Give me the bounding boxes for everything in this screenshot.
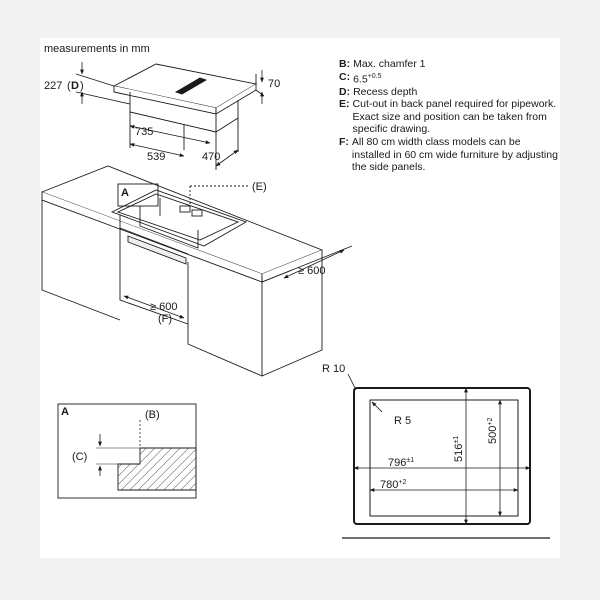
dimension-227 — [75, 62, 131, 105]
cutout-tol-516: ±1 — [453, 436, 460, 444]
cabinet-detail-key: A — [121, 187, 129, 199]
detail-a — [57, 403, 197, 499]
cutout-width-796: 796 — [388, 457, 406, 469]
svg-text:796±1: 796±1 — [388, 457, 414, 469]
hob-drawing — [112, 63, 265, 170]
note-d: D: Recess depth — [339, 85, 418, 98]
svg-text:516±1: 516±1 — [453, 436, 465, 462]
svg-text:(: ( — [67, 80, 71, 92]
units-label: measurements in mm — [44, 43, 150, 55]
note-f: F: All 80 cm width class models can be i… — [339, 136, 558, 174]
svg-text:780+2: 780+2 — [380, 479, 406, 491]
hob-depth-value: 227 — [44, 80, 62, 92]
dimension-inner-width — [123, 295, 185, 319]
hob-depth-470: 470 — [202, 151, 220, 163]
note-b: B: Max. chamfer 1 — [339, 58, 426, 70]
cutout-height-516: 516 — [453, 444, 465, 462]
hob-width-inner: 539 — [147, 151, 165, 163]
cutout-tol-796: ±1 — [406, 457, 414, 464]
cutout-tol-500: +2 — [487, 418, 494, 426]
worktop-depth: ≥ 600 — [298, 265, 325, 277]
hob-width-outer: 735 — [135, 126, 153, 138]
cutout-height-500: 500 — [487, 426, 499, 444]
svg-text:500+2: 500+2 — [487, 418, 499, 444]
svg-text:): ) — [80, 80, 84, 92]
notes-legend: B: Max. chamfer 1 C: 6.5+0.5 D: Recess d… — [339, 58, 559, 174]
hob-depth-key: D — [71, 80, 79, 92]
detail-a-title: A — [61, 406, 69, 418]
detail-chamfer-key: (B) — [145, 409, 160, 421]
cutout-tol-780: +2 — [398, 479, 406, 486]
cutout-plan — [342, 373, 550, 539]
inner-width: ≥ 600 — [150, 301, 177, 313]
inner-width-key: (F) — [158, 313, 172, 325]
cutout-outer-radius: R 10 — [322, 363, 345, 375]
detail-step-key: (C) — [72, 451, 87, 463]
dimension-widths — [129, 125, 239, 167]
cutout-width-780: 780 — [380, 479, 398, 491]
cutout-e-label: (E) — [252, 181, 267, 193]
hob-height-value: 70 — [268, 78, 280, 90]
note-e: E: Cut-out in back panel required for pi… — [339, 98, 557, 136]
dimension-worktop-depth — [261, 245, 353, 283]
note-c: C: 6.5+0.5 — [339, 70, 382, 86]
cutout-inner-radius: R 5 — [394, 415, 411, 427]
vent-icon — [174, 77, 208, 95]
cabinet-drawing — [40, 165, 324, 377]
